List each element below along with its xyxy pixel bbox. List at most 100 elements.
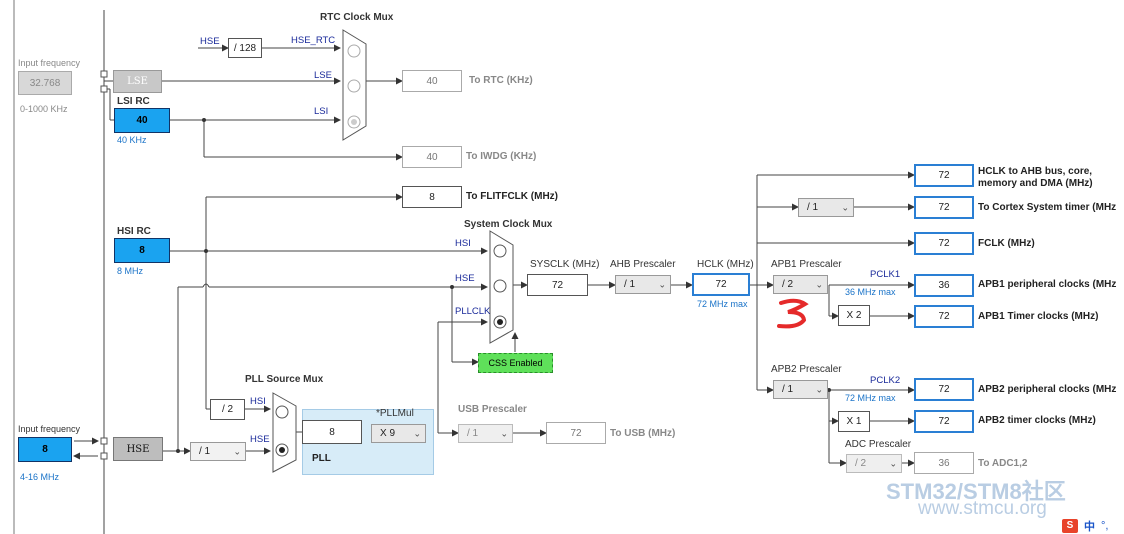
- apb2-max: 72 MHz max: [845, 393, 896, 403]
- ime-tray[interactable]: S 中 °,: [1062, 517, 1124, 534]
- cortex-output[interactable]: 72: [914, 196, 974, 219]
- adc-prescaler-select[interactable]: / 2 ⌄: [846, 454, 902, 473]
- sys-mux-pllclk-label: PLLCLK: [455, 306, 491, 317]
- usb-prescaler-value: / 1: [467, 428, 479, 439]
- apb1-timer-output[interactable]: 72: [914, 305, 974, 328]
- hse-rtc-label: HSE_RTC: [291, 35, 336, 46]
- ime-mode-label: 中: [1084, 520, 1095, 533]
- lsi-rc-value[interactable]: 40: [114, 108, 170, 133]
- chevron-down-icon: ⌄: [815, 279, 823, 289]
- watermark-brand: STM32/STM8社区: [886, 479, 1066, 504]
- fclk-output[interactable]: 72: [914, 232, 974, 255]
- pll-src-hsi-label: HSI: [250, 396, 266, 407]
- hclk-value[interactable]: 72: [692, 273, 750, 296]
- pll-mul-value: X 9: [380, 428, 396, 439]
- apb1-prescaler-select[interactable]: / 2 ⌄: [773, 275, 828, 294]
- lsi-rc-label: LSI RC: [117, 96, 150, 107]
- hse-pll-div-value: / 1: [199, 446, 211, 457]
- lsi-rc-unit: 40 KHz: [117, 135, 147, 145]
- apb1-timer-mult: X 2: [838, 305, 870, 326]
- chevron-down-icon: ⌄: [500, 428, 508, 438]
- iwdg-output-label: To IWDG (KHz): [466, 151, 537, 162]
- pclk1-label: PCLK1: [870, 269, 901, 280]
- hclk-ahb-label-1: HCLK to AHB bus, core,: [978, 166, 1093, 177]
- apb2-periph-output[interactable]: 72: [914, 378, 974, 401]
- apb1-prescaler-value: / 2: [782, 279, 794, 290]
- pclk2-label: PCLK2: [870, 375, 901, 386]
- watermark-url: www.stmcu.org: [918, 498, 1047, 519]
- rtc-output-label: To RTC (KHz): [469, 75, 533, 86]
- hsi-rc-label: HSI RC: [117, 226, 151, 237]
- sysclk-value[interactable]: 72: [527, 274, 588, 296]
- hse-block[interactable]: HSE: [113, 437, 163, 461]
- sysclk-label: SYSCLK (MHz): [530, 259, 600, 270]
- hse-label-top: HSE: [200, 36, 220, 47]
- apb2-periph-label: APB2 peripheral clocks (MHz: [978, 384, 1117, 395]
- usb-prescaler-label: USB Prescaler: [458, 404, 527, 415]
- hsi-div2-box: / 2: [210, 399, 245, 420]
- sys-mux-hse-label: HSE: [455, 273, 475, 284]
- chevron-down-icon: ⌄: [658, 279, 666, 289]
- css-enabled-button[interactable]: CSS Enabled: [478, 353, 553, 373]
- chevron-down-icon: ⌄: [841, 202, 849, 212]
- adc-prescaler-label: ADC Prescaler: [845, 439, 912, 450]
- lse-input-freq-label: Input frequency: [18, 58, 81, 68]
- iwdg-output-value: 40: [402, 146, 462, 168]
- hse-input-range: 4-16 MHz: [20, 472, 60, 482]
- usb-output-value: 72: [546, 422, 606, 444]
- apb2-timer-output[interactable]: 72: [914, 410, 974, 433]
- apb2-prescaler-select[interactable]: / 1 ⌄: [773, 380, 828, 399]
- hclk-ahb-label-2: memory and DMA (MHz): [978, 178, 1093, 189]
- flitf-output-value: 8: [402, 186, 462, 208]
- sys-mux-hsi-label: HSI: [455, 238, 471, 249]
- hse-pll-div-select[interactable]: / 1 ⌄: [190, 442, 246, 461]
- hse-input-freq-field[interactable]: 8: [18, 437, 72, 462]
- hclk-label: HCLK (MHz): [697, 259, 754, 270]
- cortex-output-label: To Cortex System timer (MHz: [978, 202, 1117, 213]
- hsi-rc-value[interactable]: 8: [114, 238, 170, 263]
- hse-div128-box: / 128: [228, 38, 262, 58]
- ahb-prescaler-select[interactable]: / 1⌄: [615, 275, 671, 294]
- lse-line-label: LSE: [314, 70, 332, 81]
- cortex-div-select[interactable]: / 1 ⌄: [798, 198, 854, 217]
- adc-prescaler-value: / 2: [855, 458, 867, 469]
- hclk-max: 72 MHz max: [697, 299, 748, 309]
- usb-output-label: To USB (MHz): [610, 428, 676, 439]
- lsi-line-label: LSI: [314, 106, 329, 117]
- annotation-mark: [777, 298, 809, 329]
- chevron-down-icon: ⌄: [413, 428, 421, 438]
- chevron-down-icon: ⌄: [233, 446, 241, 456]
- apb1-max: 36 MHz max: [845, 287, 896, 297]
- pll-input-value[interactable]: 8: [302, 420, 362, 444]
- pll-mul-select[interactable]: X 9 ⌄: [371, 424, 426, 443]
- pll-source-mux-title: PLL Source Mux: [245, 374, 324, 385]
- lse-block[interactable]: LSE: [113, 70, 162, 93]
- hclk-ahb-output[interactable]: 72: [914, 164, 974, 187]
- apb2-prescaler-label: APB2 Prescaler: [771, 364, 842, 375]
- usb-prescaler-select[interactable]: / 1 ⌄: [458, 424, 513, 443]
- apb1-prescaler-label: APB1 Prescaler: [771, 259, 842, 270]
- apb1-periph-label: APB1 peripheral clocks (MHz: [978, 279, 1117, 290]
- apb2-timer-label: APB2 timer clocks (MHz): [978, 415, 1096, 426]
- hse-input-freq-label: Input frequency: [18, 424, 81, 434]
- ime-punct-label: °,: [1101, 519, 1109, 532]
- fclk-output-label: FCLK (MHz): [978, 238, 1035, 249]
- apb1-periph-output[interactable]: 36: [914, 274, 974, 297]
- ime-logo-icon: S: [1062, 518, 1078, 533]
- chevron-down-icon: ⌄: [889, 458, 897, 468]
- adc-output-value: 36: [914, 452, 974, 474]
- rtc-mux-title: RTC Clock Mux: [320, 12, 394, 23]
- apb2-timer-mult: X 1: [838, 411, 870, 432]
- rtc-output-value: 40: [402, 70, 462, 92]
- apb2-prescaler-value: / 1: [782, 384, 794, 395]
- cortex-div-value: / 1: [807, 202, 819, 213]
- pll-mul-label: *PLLMul: [376, 408, 414, 419]
- chevron-down-icon: ⌄: [815, 384, 823, 394]
- hsi-rc-unit: 8 MHz: [117, 266, 144, 276]
- pll-name: PLL: [312, 453, 331, 464]
- system-mux-title: System Clock Mux: [464, 219, 553, 230]
- flitf-output-label: To FLITFCLK (MHz): [466, 191, 559, 202]
- lse-input-freq-field[interactable]: 32.768: [18, 71, 72, 95]
- adc-output-label: To ADC1,2: [978, 458, 1028, 469]
